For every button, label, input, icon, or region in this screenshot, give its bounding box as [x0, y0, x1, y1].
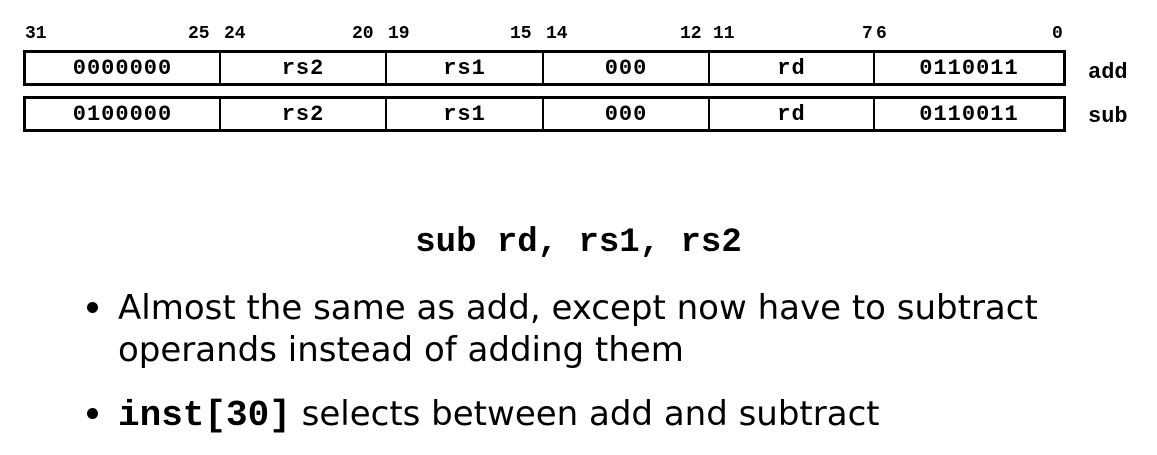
bullet-line: Almost the same as add, except now have …	[118, 288, 1038, 328]
bit-6: 6	[876, 24, 887, 44]
bit-14: 14	[546, 24, 568, 44]
bit-25: 25	[188, 24, 210, 44]
bullet-item-1: Almost the same as add, except now have …	[118, 287, 1138, 371]
opcode-field: 0110011	[919, 55, 1019, 81]
funct7-field: 0000000	[26, 53, 221, 83]
bit-19: 19	[388, 24, 410, 44]
rs1-field: rs1	[387, 99, 544, 129]
bullet-icon	[87, 408, 98, 419]
bit-15: 15	[510, 24, 532, 44]
funct3-field: 000	[544, 99, 710, 129]
encoding-row-sub: 0100000 rs2 rs1 000 rd 0110011	[23, 96, 1066, 132]
funct7-field: 0100000	[26, 99, 221, 129]
bit-31: 31	[25, 24, 47, 44]
encoding-label-add: add	[1088, 60, 1128, 85]
bit-0: 0	[1052, 24, 1063, 44]
rs2-field: rs2	[221, 53, 387, 83]
rs1-field: rs1	[387, 53, 544, 83]
bullet-line: operands instead of adding them	[118, 330, 684, 370]
instruction-syntax: sub rd, rs1, rs2	[415, 224, 742, 262]
funct3-field: 000	[544, 53, 710, 83]
inline-code: inst[30]	[118, 395, 291, 436]
bullet-item-2: inst[30] selects between add and subtrac…	[118, 393, 1138, 437]
bit-7: 7	[862, 24, 873, 44]
encoding-row-add: 0000000 rs2 rs1 000 rd 0110011	[23, 50, 1066, 86]
bit-24: 24	[224, 24, 246, 44]
bit-12: 12	[680, 24, 702, 44]
bullet-text: selects between add and subtract	[290, 394, 880, 434]
rs2-field: rs2	[221, 99, 387, 129]
bit-20: 20	[352, 24, 374, 44]
rd-field: rd	[710, 53, 875, 83]
opcode-field: 0110011	[919, 101, 1019, 127]
rd-field: rd	[710, 99, 875, 129]
encoding-label-sub: sub	[1088, 104, 1128, 129]
bit-11: 11	[713, 24, 735, 44]
bullet-icon	[87, 302, 98, 313]
